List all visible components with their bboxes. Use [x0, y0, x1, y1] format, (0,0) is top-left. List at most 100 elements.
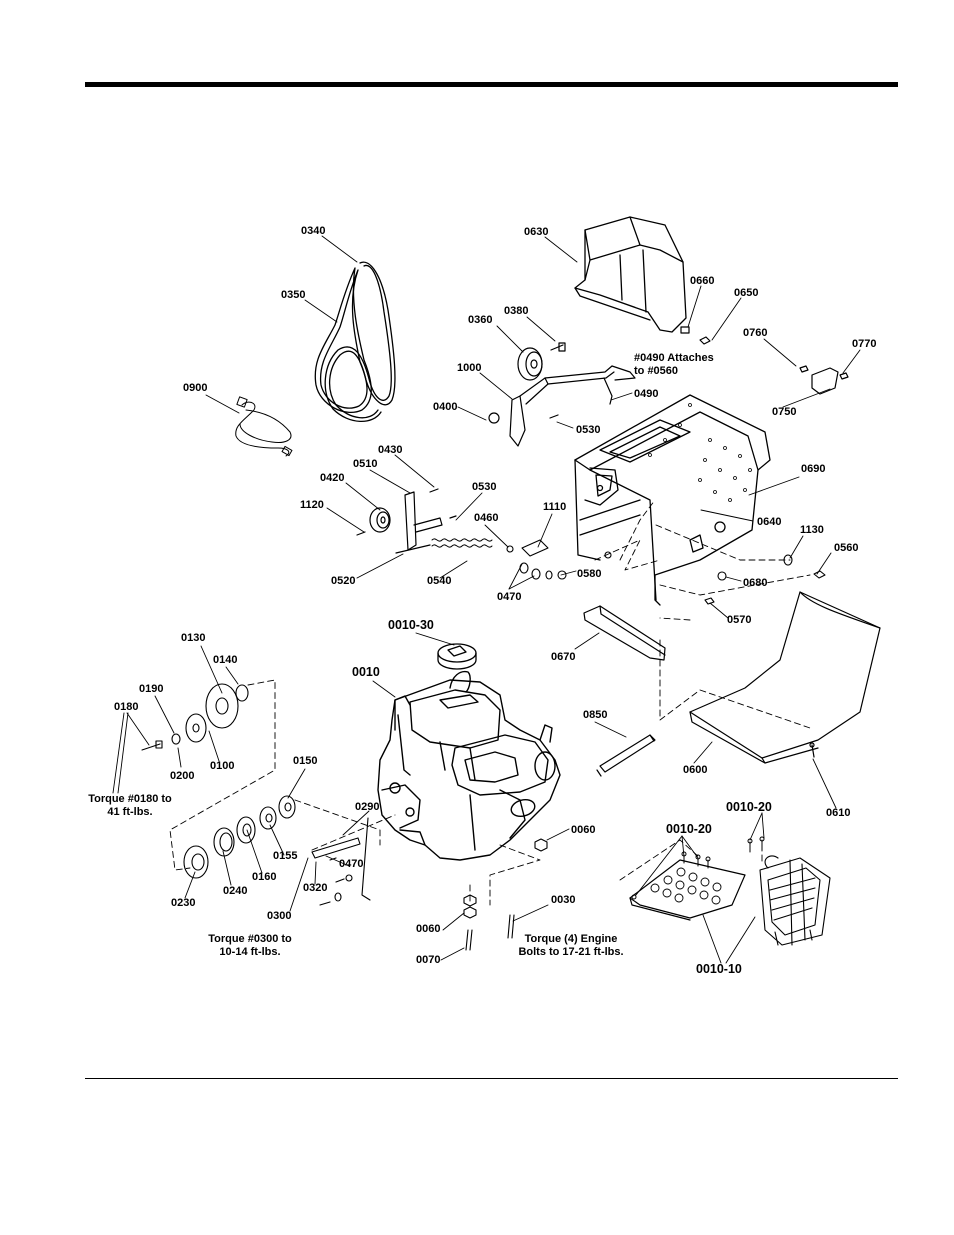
spring-0540: [431, 538, 493, 548]
note-torque-0300: Torque #0300 to 10-14 ft-lbs.: [199, 933, 301, 959]
label-0540: 0540: [427, 575, 452, 587]
engine-hardware: [463, 838, 548, 951]
pulley-stack-lower: [183, 795, 296, 879]
label-0670: 0670: [551, 651, 576, 663]
label-0060-lower: 0060: [416, 923, 441, 935]
label-1110: 1110: [543, 501, 567, 513]
label-0340: 0340: [301, 225, 326, 237]
note-torque-0180-line1: Torque #0180 to: [88, 793, 172, 805]
frame-holes: [648, 403, 752, 502]
note-torque-0300-line2: 10-14 ft-lbs.: [219, 946, 281, 958]
idler-bracket-1000: [488, 365, 636, 447]
label-0760: 0760: [743, 327, 768, 339]
label-0400: 0400: [433, 401, 458, 413]
bolt-0660-0650: [680, 326, 711, 345]
label-0180: 0180: [114, 701, 139, 713]
label-0610: 0610: [826, 807, 851, 819]
label-0420: 0420: [320, 472, 345, 484]
label-0150: 0150: [293, 755, 318, 767]
label-0060-upper: 0060: [571, 824, 596, 836]
label-0010-20-right: 0010-20: [726, 800, 772, 814]
note-engine-bolts-line2: Bolts to 17-21 ft-lbs.: [518, 946, 624, 958]
note-0490-line1: #0490 Attaches: [634, 352, 714, 364]
label-0640: 0640: [757, 516, 782, 528]
label-1000: 1000: [457, 362, 482, 374]
note-engine-bolts-line1: Torque (4) Engine: [524, 933, 618, 945]
label-0010-30: 0010-30: [388, 618, 434, 632]
label-0300: 0300: [267, 910, 292, 922]
label-0100: 0100: [210, 760, 235, 772]
label-0230: 0230: [171, 897, 196, 909]
label-0560: 0560: [834, 542, 859, 554]
label-0430: 0430: [378, 444, 403, 456]
label-0660: 0660: [690, 275, 715, 287]
muffler-guard-cage: [759, 855, 831, 946]
label-1130: 1130: [800, 524, 824, 536]
label-0320: 0320: [303, 882, 328, 894]
note-torque-0180: Torque #0180 to 41 ft-lbs.: [80, 793, 180, 819]
shaft-0850: [596, 734, 656, 777]
label-0570: 0570: [727, 614, 752, 626]
engine-0010: [377, 670, 561, 861]
screw-0610: [809, 742, 815, 758]
cable-0900: [235, 396, 293, 457]
brace-0670: [583, 605, 666, 661]
label-0155: 0155: [273, 850, 298, 862]
note-engine-bolts: Torque (4) Engine Bolts to 17-21 ft-lbs.: [509, 933, 633, 959]
hardware-parts: [506, 539, 826, 605]
pulley-stack-upper: [141, 683, 249, 751]
muffler-guard-plate: [629, 859, 746, 921]
label-0130: 0130: [181, 632, 206, 644]
leader-lines: [112, 235, 861, 964]
label-0850: 0850: [583, 709, 608, 721]
label-0580: 0580: [577, 568, 602, 580]
label-0630: 0630: [524, 226, 549, 238]
label-0200: 0200: [170, 770, 195, 782]
label-0140: 0140: [213, 654, 238, 666]
note-torque-0300-line1: Torque #0300 to: [208, 933, 292, 945]
label-0650: 0650: [734, 287, 759, 299]
pulley-0360: [517, 342, 566, 381]
label-0350: 0350: [281, 289, 306, 301]
label-0380: 0380: [504, 305, 529, 317]
label-0520: 0520: [331, 575, 356, 587]
label-0900: 0900: [183, 382, 208, 394]
label-0690: 0690: [801, 463, 826, 475]
note-0490-attaches: #0490 Attaches to #0560: [634, 352, 714, 378]
label-0530-upper: 0530: [576, 424, 601, 436]
panel-0600: [689, 591, 881, 764]
label-0360: 0360: [468, 314, 493, 326]
bracket-0750: [799, 365, 849, 395]
label-0070: 0070: [416, 954, 441, 966]
label-0190: 0190: [139, 683, 164, 695]
pulley-0420: [356, 488, 457, 554]
label-0750: 0750: [772, 406, 797, 418]
label-0600: 0600: [683, 764, 708, 776]
label-1120: 1120: [300, 499, 324, 511]
label-0490: 0490: [634, 388, 659, 400]
note-torque-0180-line2: 41 ft-lbs.: [107, 806, 153, 818]
assembly-dashes: [169, 499, 811, 906]
label-0010-20-left: 0010-20: [666, 822, 712, 836]
label-0010: 0010: [352, 665, 380, 679]
screws-0010-20: [631, 836, 765, 900]
label-0290: 0290: [355, 801, 380, 813]
chute-cover-0630: [574, 216, 687, 333]
label-0030: 0030: [551, 894, 576, 906]
top-rule: [85, 82, 898, 87]
label-0470-lower: 0470: [339, 858, 364, 870]
label-0160: 0160: [252, 871, 277, 883]
fuel-cap-0010-30: [437, 643, 477, 670]
throttle-linkage: [311, 817, 371, 906]
note-0490-line2: to #0560: [634, 365, 679, 377]
label-0010-10: 0010-10: [696, 962, 742, 976]
label-0770: 0770: [852, 338, 877, 350]
label-0240: 0240: [223, 885, 248, 897]
label-0510: 0510: [353, 458, 378, 470]
label-0680: 0680: [743, 577, 768, 589]
belt-0350: [314, 267, 372, 414]
frame-housing-0690: [574, 394, 771, 606]
label-0460: 0460: [474, 512, 499, 524]
label-0470-upper: 0470: [497, 591, 522, 603]
